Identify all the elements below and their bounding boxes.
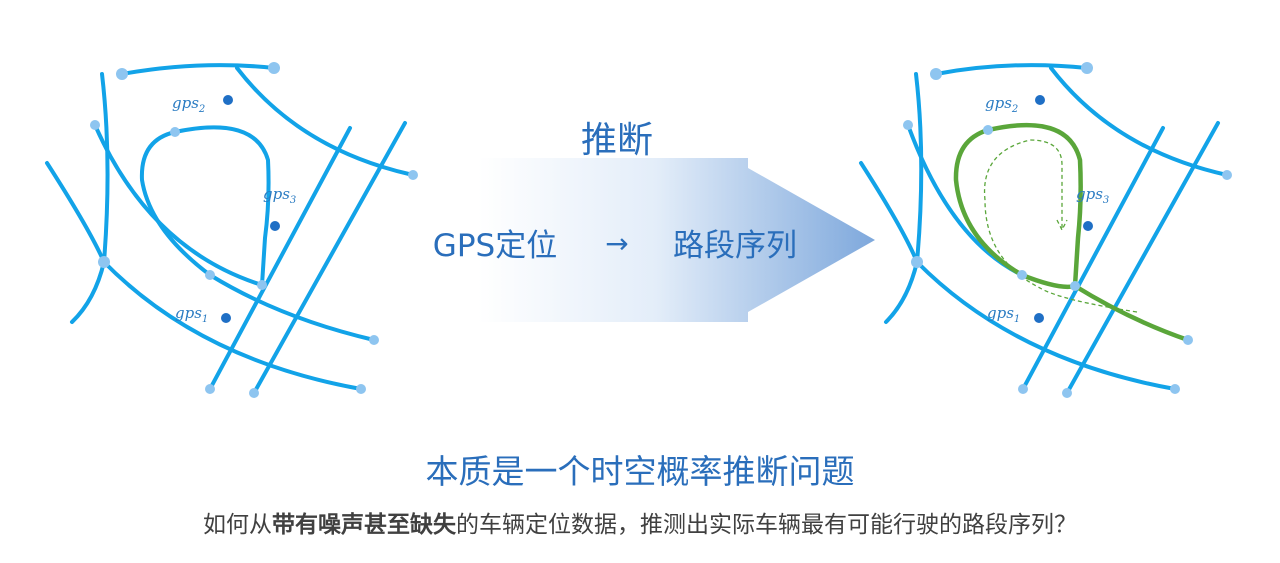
road-segment [45, 161, 363, 391]
gps-point [270, 221, 280, 231]
road-node [249, 388, 259, 398]
road-segment [859, 161, 1177, 391]
road-segment [1049, 66, 1229, 177]
road-node [1070, 281, 1080, 291]
gps-point [223, 95, 233, 105]
arrow-top-label: 推断 [581, 120, 653, 161]
road-segment [208, 126, 352, 391]
inference-arrow: 推断 GPS定位 → 路段序列 [433, 120, 875, 322]
gps-point [1034, 313, 1044, 323]
road-node [170, 127, 180, 137]
road-node [1222, 170, 1232, 180]
dashed-trajectory [983, 139, 1138, 313]
road-node [268, 62, 280, 74]
road-node [408, 170, 418, 180]
right-road-map [859, 63, 1229, 395]
road-node [205, 384, 215, 394]
road-segment [884, 72, 924, 324]
trajectory-hint [983, 139, 1138, 313]
road-node [1018, 384, 1028, 394]
gps-point [221, 313, 231, 323]
subtitle-bold: 带有噪声甚至缺失 [272, 512, 456, 538]
gps-label: gps2 [172, 94, 205, 115]
gps-label: gps2 [985, 94, 1018, 115]
road-node [98, 256, 110, 268]
road-node [930, 68, 942, 80]
gps-point [1035, 95, 1045, 105]
right-gps-labels: gps2 gps3 gps1 [985, 94, 1109, 325]
road-segment [1065, 121, 1220, 395]
road-segment [120, 63, 276, 76]
road-node [1017, 270, 1027, 280]
left-road-nodes [90, 62, 418, 398]
arrow-from-label: GPS定位 [433, 228, 557, 264]
caption-title: 本质是一个时空概率推断问题 [425, 452, 855, 491]
road-node [257, 280, 267, 290]
road-loop [139, 125, 271, 287]
caption-subtitle: 如何从带有噪声甚至缺失的车辆定位数据，推测出实际车辆最有可能行驶的路段序列？ [0, 514, 1280, 537]
left-road-map [45, 63, 415, 395]
right-gps-points [1034, 95, 1093, 323]
road-node [369, 335, 379, 345]
gps-point [1083, 221, 1093, 231]
gps-label: gps3 [263, 185, 296, 206]
road-segment [208, 273, 376, 342]
road-node [356, 384, 366, 394]
road-segment [70, 72, 110, 324]
road-node [116, 68, 128, 80]
subtitle-post: 的车辆定位数据，推测出实际车辆最有可能行驶的路段序列？ [456, 512, 1077, 538]
arrow-to-label: 路段序列 [673, 228, 797, 264]
road-segment [934, 63, 1089, 76]
road-node [911, 256, 923, 268]
road-segment [235, 66, 415, 177]
gps-label: gps3 [1076, 185, 1109, 206]
road-segment [93, 123, 264, 287]
road-node [983, 125, 993, 135]
road-node [205, 270, 215, 280]
road-node [903, 120, 913, 130]
road-node [1081, 62, 1093, 74]
road-node [1062, 388, 1072, 398]
right-road-nodes [903, 62, 1232, 398]
dashed-arrowhead [1056, 219, 1068, 232]
road-segment [252, 121, 407, 395]
road-node [90, 120, 100, 130]
road-node [1183, 335, 1193, 345]
left-gps-points [221, 95, 280, 323]
road-node [1170, 384, 1180, 394]
left-gps-labels: gps2 gps3 gps1 [172, 94, 296, 325]
gps-label: gps1 [175, 304, 208, 325]
gps-label: gps1 [987, 304, 1020, 325]
road-segment [1021, 126, 1165, 391]
arrow-glyph: → [605, 227, 628, 260]
subtitle-pre: 如何从 [203, 512, 272, 538]
arrow-shape [478, 158, 875, 322]
